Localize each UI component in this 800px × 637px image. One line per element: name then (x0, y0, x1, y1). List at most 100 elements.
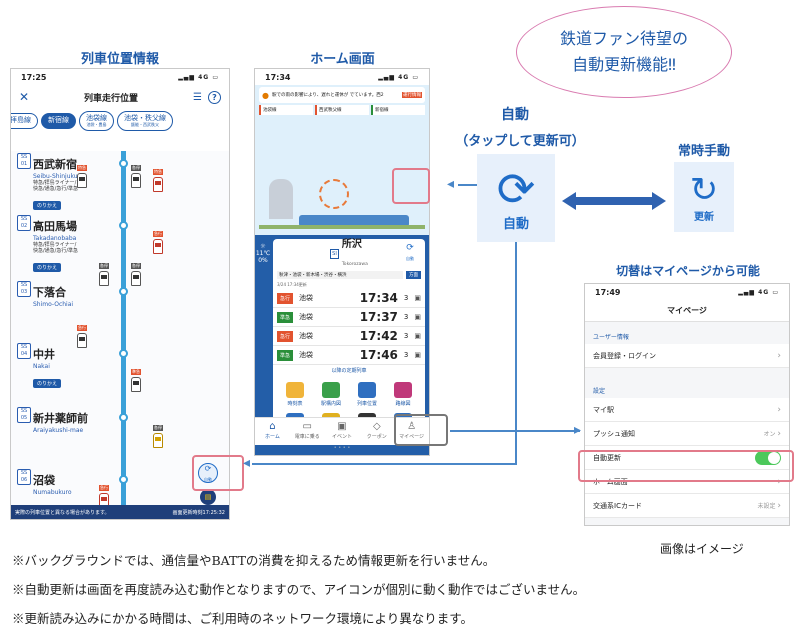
row-my-station[interactable]: マイ駅› (585, 398, 789, 422)
switch-arrow (562, 192, 666, 210)
station-node (119, 221, 128, 230)
train-type-tag: 特急 (77, 165, 87, 171)
station-node (119, 159, 128, 168)
function-item[interactable]: 時刻表 (277, 382, 313, 407)
tab-haijima[interactable]: 拝島線 (11, 113, 38, 129)
track-number: 3 (403, 294, 409, 302)
function-icon (358, 382, 376, 398)
train-type-tag: 急行 (99, 485, 109, 491)
refresh-button[interactable]: ⟳自動 (198, 463, 218, 483)
station-node (119, 413, 128, 422)
row-ic-card[interactable]: 交通系ICカード未設定 › (585, 494, 789, 518)
station-code-badge: SI (330, 249, 339, 259)
help-icon[interactable]: ? (207, 90, 221, 104)
train-icon[interactable] (131, 377, 141, 392)
train-icon[interactable] (153, 239, 163, 254)
train-icon[interactable] (77, 333, 87, 348)
auto-subheading: （タップして更新可） (455, 134, 585, 149)
train-type-tag: 急行 (77, 325, 87, 331)
train-list-icon[interactable]: ☰ (193, 91, 202, 103)
station-code: SS 01 (17, 153, 31, 169)
status-time: 17:25 (21, 72, 47, 82)
destination: 池袋 (299, 351, 314, 359)
direction-button[interactable]: 方面 (406, 271, 421, 279)
highlight-mypage-tab (394, 414, 448, 446)
tab-shinjuku[interactable]: 新宿線 (41, 113, 76, 129)
arrow-left-icon: ◂ (447, 176, 455, 192)
close-icon[interactable]: ✕ (19, 90, 30, 104)
news-bar[interactable]: ● 駅での雨の影響により、遅れと運休が でています。西2 運行情報 (259, 87, 425, 103)
destination: 池袋 (299, 313, 314, 321)
page-title: マイページ (585, 300, 789, 322)
status-bar: 17:25 ▂▄▆ 4G ▭ (11, 69, 229, 85)
transfer-button[interactable]: のりかえ (33, 379, 62, 388)
function-item[interactable]: 列車位置 (349, 382, 385, 407)
departure-time: 17:34 (359, 291, 398, 305)
auto-update-toggle[interactable] (755, 450, 781, 465)
train-type-tag: 準急 (131, 369, 141, 375)
line-status-chichibu[interactable]: 西武秩父線 (315, 105, 369, 115)
tab-item[interactable]: ◇クーポン (359, 418, 394, 445)
page-dots: • • • • (333, 445, 351, 451)
train-type-badge: 準急 (277, 349, 294, 361)
more-trains-link[interactable]: 以降の定期列車 (331, 368, 367, 374)
train-icon: ▣ (414, 351, 421, 359)
track-line (121, 151, 126, 505)
tab-ikebukuro[interactable]: 池袋線池袋・豊島 (79, 111, 114, 131)
tab-item[interactable]: ▣イベント (325, 418, 360, 445)
refresh-button[interactable]: ⟳自動 (406, 243, 414, 261)
train-type-tag: 各停 (99, 263, 109, 269)
manual-heading: 常時手動 (677, 144, 730, 159)
line-status-ikebukuro[interactable]: 池袋線 (259, 105, 313, 115)
tab-item[interactable]: ♙マイページ (394, 418, 429, 445)
mascot-icon: ● (262, 90, 269, 100)
hero-illustration (259, 159, 425, 229)
switch-caption: 切替はマイページから可能 (616, 264, 760, 278)
track-number: 3 (403, 332, 409, 340)
function-item[interactable]: 路線図 (385, 382, 421, 407)
train-icon[interactable] (77, 173, 87, 188)
train-icon[interactable] (131, 173, 141, 188)
function-icon (394, 382, 412, 398)
bubble-line1: 鉄道ファン待望の (559, 29, 688, 48)
section-settings: 設定 (585, 368, 789, 398)
tab-ikebukuro-chichibu[interactable]: 池袋・秩父線飯能・西武秩父 (117, 111, 173, 131)
row-home-screen[interactable]: ホーム画面› (585, 470, 789, 494)
train-list-button[interactable]: ▤ (200, 489, 216, 505)
tab-icon: ▣ (337, 421, 347, 432)
update-footer: 実際の列車位置と異なる場合があります。 画面更新時刻17:25:32 (11, 505, 229, 519)
note-1: ※バックグラウンドでは、通信量やBATTの消費を抑えるため情報更新を行いません。 (12, 553, 496, 568)
tab-item[interactable]: ▭電車に乗る (290, 418, 325, 445)
transfer-button[interactable]: のりかえ (33, 263, 62, 272)
row-register-login[interactable]: 会員登録・ログイン› (585, 344, 789, 368)
train-type-badge: 急行 (277, 330, 294, 342)
line-status-shinjuku[interactable]: 新宿線 (371, 105, 425, 115)
train-type-tag: 各停 (153, 425, 163, 431)
line-tabs: 拝島線 新宿線 池袋線池袋・豊島 池袋・秩父線飯能・西武秩父 (11, 109, 229, 133)
tab-item[interactable]: ⌂ホーム (255, 418, 290, 445)
connector-line (458, 184, 480, 186)
train-icon[interactable] (153, 433, 163, 448)
transfer-button[interactable]: のりかえ (33, 201, 62, 210)
train-icon[interactable] (153, 177, 163, 192)
feature-bubble: 鉄道ファン待望の 自動更新機能‼ (516, 6, 732, 98)
row-push-notification[interactable]: プッシュ通知オン › (585, 422, 789, 446)
train-icon[interactable] (99, 271, 109, 286)
bottom-tab-bar: ⌂ホーム▭電車に乗る▣イベント◇クーポン♙マイページ (255, 417, 429, 445)
function-icon (286, 382, 304, 398)
function-item[interactable]: 駅構内図 (313, 382, 349, 407)
manual-refresh-tile: ↻ 更新 (674, 162, 734, 232)
train-icon: ▣ (414, 294, 421, 302)
refresh-icon: ↻ (689, 169, 719, 210)
train-icon[interactable] (131, 271, 141, 286)
